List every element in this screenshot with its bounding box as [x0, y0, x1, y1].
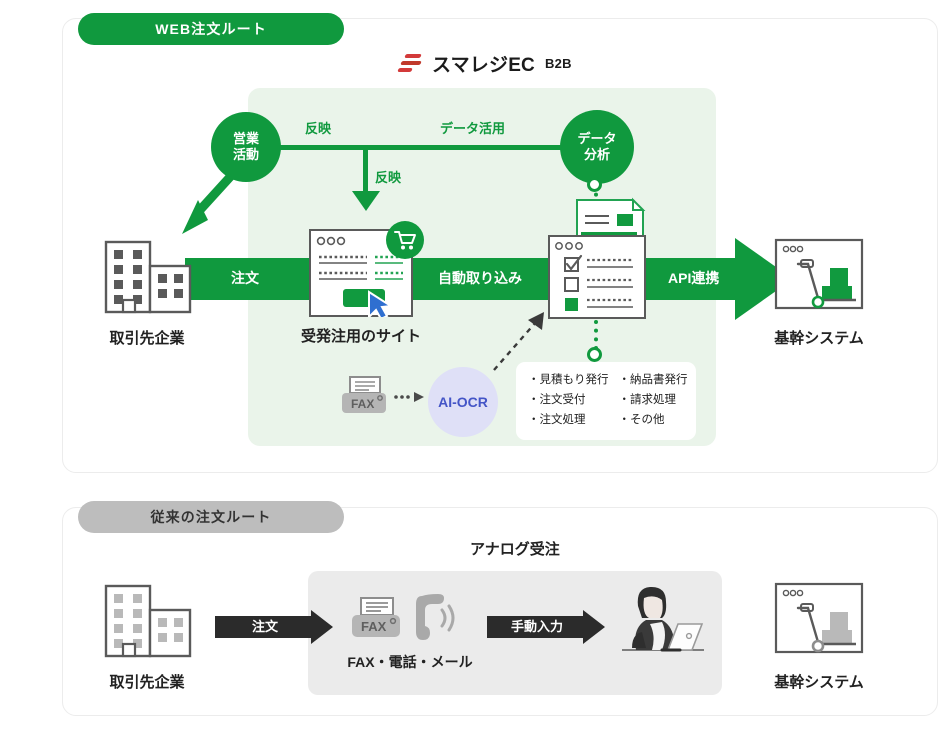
endpoint-core-system-web: 基幹システム [760, 236, 878, 348]
logo-suffix: B2B [544, 56, 572, 71]
feature-item: その他 [619, 411, 688, 431]
arrow-shaft [487, 616, 583, 638]
dotted-connector-bottom [594, 320, 598, 350]
warehouse-system-icon [774, 582, 864, 654]
caption-client-company-legacy: 取引先企業 [109, 674, 185, 691]
ai-ocr-node: AI-OCR [428, 367, 498, 437]
telephone-icon [416, 594, 455, 640]
dotted-arrow-to-ocr-icon [394, 392, 424, 402]
feature-list-box: 見積もり発行 注文受付 注文処理 納品書発行 請求処理 その他 [516, 362, 696, 440]
fax-machine-icon: FAX [352, 597, 400, 637]
arrow-shaft [215, 616, 311, 638]
endpoint-client-company-legacy: 取引先企業 [88, 580, 206, 692]
feature-item: 見積もり発行 [528, 371, 609, 391]
analog-order-title: アナログ受注 [470, 541, 560, 558]
caption-core-system-legacy: 基幹システム [774, 674, 864, 691]
web-route-pill: WEB注文ルート [78, 13, 344, 45]
caption-ordering-site: 受発注用のサイト [300, 328, 421, 345]
dashed-arrow-ocr-to-doc-icon [493, 312, 544, 371]
feature-item: 請求処理 [619, 391, 688, 411]
data-analysis-node: データ 分析 [560, 110, 634, 184]
label-api-link: API連携 [668, 270, 720, 286]
sales-line2: 活動 [232, 147, 259, 162]
label-reflect-1: 反映 [305, 121, 332, 136]
office-building-icon [104, 584, 192, 658]
label-order-legacy: 注文 [251, 619, 278, 634]
feature-item: 納品書発行 [619, 371, 688, 391]
label-data-use: データ活用 [440, 121, 506, 136]
arrow-order-legacy: 注文 [215, 610, 333, 644]
smaregi-slash-icon [397, 53, 424, 75]
svg-text:FAX: FAX [351, 397, 374, 411]
connector-horizontal [275, 145, 575, 150]
receipt-checklist-icon [548, 197, 646, 319]
analysis-line1: データ [577, 130, 617, 146]
label-auto-import: 自動取り込み [438, 270, 522, 286]
endpoint-client-company-web: 取引先企業 [88, 236, 206, 348]
arrow-head-icon [311, 610, 333, 644]
feature-list-left: 見積もり発行 注文受付 注文処理 [528, 371, 609, 431]
arrow-manual-input: 手動入力 [487, 610, 605, 644]
analysis-line2: 分析 [583, 147, 610, 162]
label-manual-input: 手動入力 [510, 619, 563, 634]
connector-vertical [363, 145, 368, 193]
main-flow-band [185, 258, 745, 300]
caption-core-system-web: 基幹システム [774, 330, 864, 347]
fax-machine-icon: FAX [342, 376, 386, 413]
office-building-icon [104, 240, 192, 314]
connector-knob-bottom [587, 347, 602, 362]
operator-at-laptop-illustration [622, 586, 704, 652]
caption-client-company-web: 取引先企業 [109, 330, 185, 347]
connector-knob-top [587, 177, 602, 192]
label-reflect-2: 反映 [375, 170, 402, 185]
arrow-head-icon [583, 610, 605, 644]
order-document-stack [545, 194, 655, 322]
arrow-down-icon [352, 191, 380, 211]
warehouse-system-icon [774, 238, 864, 310]
smaregi-ec-logo: スマレジEC B2B [397, 50, 572, 77]
label-order-web: 注文 [231, 270, 259, 286]
shopping-cart-badge [386, 221, 424, 259]
feature-item: 注文受付 [528, 391, 609, 411]
endpoint-core-system-legacy: 基幹システム [760, 580, 878, 692]
logo-name: スマレジEC [432, 55, 535, 76]
svg-text:FAX: FAX [361, 619, 387, 634]
sales-line1: 営業 [232, 130, 259, 146]
caption-analog-channels: FAX・電話・メール [347, 654, 473, 670]
sales-activity-node: 営業 活動 [211, 112, 281, 182]
feature-list-right: 納品書発行 請求処理 その他 [619, 371, 688, 431]
cart-icon [394, 231, 416, 250]
legacy-route-pill: 従来の注文ルート [78, 501, 344, 533]
feature-item: 注文処理 [528, 411, 609, 431]
